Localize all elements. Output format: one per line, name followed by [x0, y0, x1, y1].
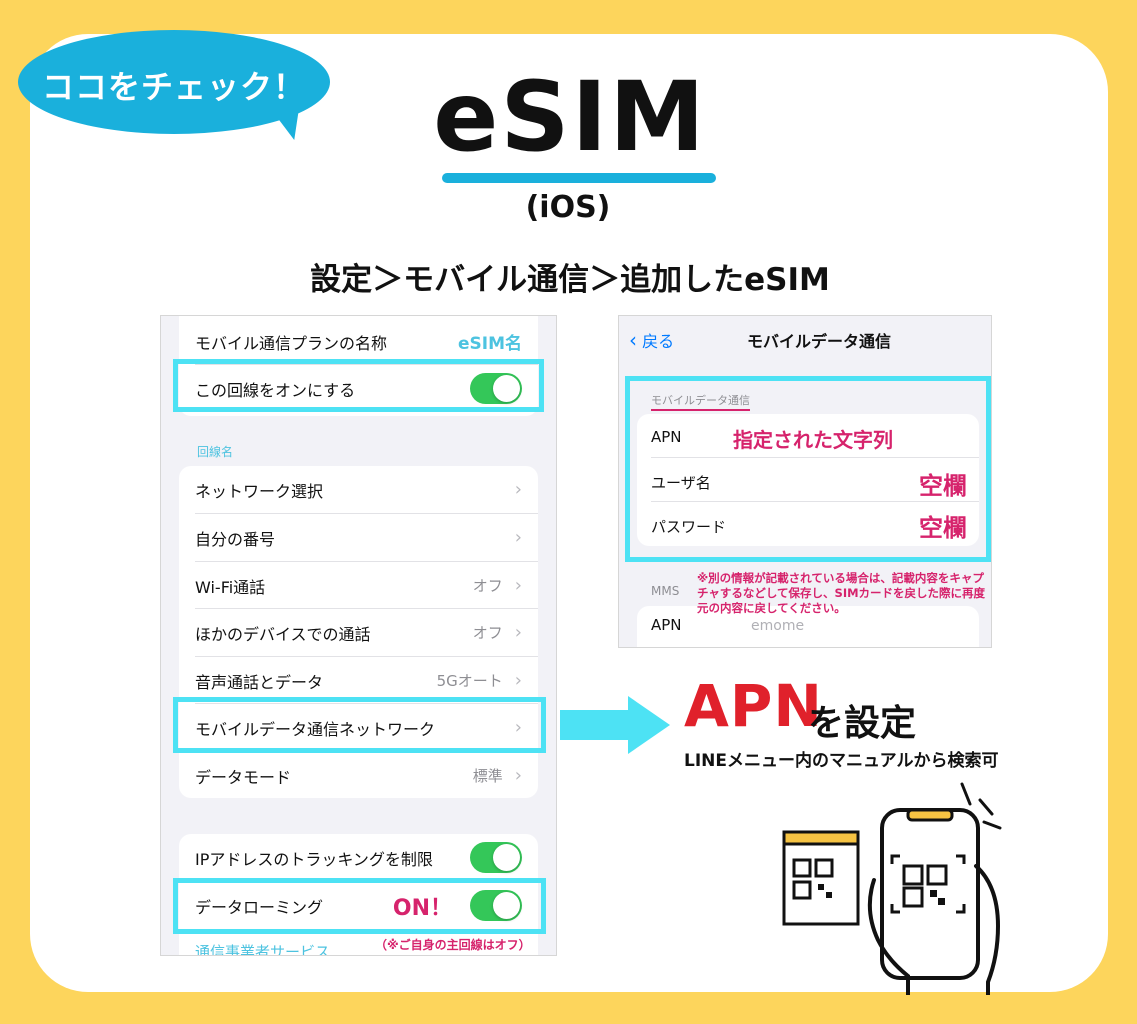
mms-apn-value[interactable]: emome: [751, 618, 805, 634]
section-header-mobile-data: モバイルデータ通信: [651, 392, 750, 411]
username-label: ユーザ名: [651, 474, 711, 492]
apn-search-note: LINEメニュー内のマニュアルから検索可: [684, 751, 999, 771]
mms-group: APN emome: [637, 606, 979, 647]
row-data-roaming: データローミング ON！: [179, 882, 538, 929]
roaming-on-callout: ON！: [392, 895, 452, 921]
line-on-row: この回線をオンにする: [179, 365, 538, 412]
preserve-note: ※別の情報が記載されている場合は、記載内容をキャプチャするなどして保存し、SIM…: [697, 571, 986, 615]
scan-signal-icon: [960, 782, 1002, 830]
ip-tracking-label: IPアドレスのトラッキングを制限: [195, 849, 433, 869]
divider: [651, 457, 979, 458]
row-mobile-data-network[interactable]: モバイルデータ通信ネットワーク ›: [179, 704, 538, 751]
divider: [195, 561, 538, 562]
chevron-right-icon: ›: [514, 717, 522, 738]
highlight-data-roaming: [173, 878, 546, 934]
qr-card-icon: [782, 830, 860, 926]
check-badge-label: ココをチェック！: [41, 68, 306, 106]
smartphone-icon: [880, 808, 980, 980]
row-label: データモード: [195, 767, 292, 787]
divider: [195, 364, 538, 365]
apn-label: APN: [651, 428, 682, 446]
divider: [195, 656, 538, 657]
row-network-selection[interactable]: ネットワーク選択 ›: [179, 466, 538, 513]
password-value[interactable]: 空欄: [919, 514, 967, 542]
plan-group: モバイル通信プランの名称 eSIM名 この回線をオンにする: [179, 316, 538, 416]
line-on-label: この回線をオンにする: [195, 380, 356, 400]
data-roaming-toggle[interactable]: [470, 890, 522, 921]
row-label: 自分の番号: [195, 529, 276, 549]
chevron-right-icon: ›: [514, 527, 522, 548]
apn-group: APN 指定された文字列 ユーザ名 空欄 パスワード 空欄: [637, 414, 979, 546]
ios-mobile-data-screenshot: ‹ 戻る モバイルデータ通信 モバイルデータ通信 APN 指定された文字列 ユー…: [618, 315, 992, 648]
data-roaming-label: データローミング: [195, 897, 324, 917]
phone-scan-qr-illustration: [782, 782, 1002, 995]
ip-tracking-toggle[interactable]: [470, 842, 522, 873]
row-label: 音声通話とデータ: [195, 672, 324, 692]
divider: [195, 608, 538, 609]
highlight-line-on: [173, 359, 544, 412]
highlight-apn-group: [625, 376, 991, 562]
check-badge: [18, 30, 330, 134]
divider: [651, 501, 979, 502]
row-wifi-calling[interactable]: Wi-Fi通話 オフ ›: [179, 562, 538, 609]
plan-name-value: eSIM名: [457, 334, 522, 354]
row-label: ネットワーク選択: [195, 481, 324, 501]
chevron-right-icon: ›: [514, 670, 522, 691]
carrier-services-link[interactable]: 通信事業者サービス: [195, 943, 331, 956]
arrow-head-icon: [628, 696, 670, 754]
mms-header: MMS: [651, 584, 680, 598]
arrow-right-icon: [560, 710, 630, 740]
row-value: オフ: [472, 624, 503, 642]
apn-value[interactable]: 指定された文字列: [733, 428, 893, 452]
line-settings-group: ネットワーク選択 › 自分の番号 › Wi-Fi通話 オフ › ほかのデバイスで…: [179, 466, 538, 798]
line-on-toggle[interactable]: [470, 373, 522, 404]
roaming-note: （※ご自身の主回線はオフ）: [375, 938, 531, 952]
chevron-right-icon: ›: [514, 765, 522, 786]
row-ip-tracking: IPアドレスのトラッキングを制限: [179, 834, 538, 881]
nav-title: モバイルデータ通信: [746, 332, 891, 351]
row-other-devices-calling[interactable]: ほかのデバイスでの通話 オフ ›: [179, 609, 538, 656]
highlight-mobile-data-network: [173, 697, 546, 753]
section-header-line-name: 回線名: [197, 445, 234, 459]
row-my-number[interactable]: 自分の番号 ›: [179, 514, 538, 561]
page-subtitle: (iOS): [525, 190, 611, 225]
username-value[interactable]: 空欄: [919, 472, 967, 500]
row-label: Wi-Fi通話: [195, 577, 266, 597]
divider: [195, 513, 538, 514]
back-button[interactable]: ‹ 戻る: [629, 328, 674, 352]
chevron-right-icon: ›: [514, 622, 522, 643]
chevron-right-icon: ›: [514, 575, 522, 596]
apn-heading: APN: [684, 672, 823, 740]
divider: [195, 703, 538, 704]
plan-name-row[interactable]: モバイル通信プランの名称 eSIM名: [179, 318, 538, 365]
mms-apn-label: APN: [651, 616, 682, 634]
row-value: 標準: [472, 767, 503, 785]
row-label: モバイルデータ通信ネットワーク: [195, 719, 436, 739]
settings-path: 設定＞モバイル通信＞追加したeSIM: [310, 262, 830, 298]
ios-cellular-settings-screenshot: モバイル通信プランの名称 eSIM名 この回線をオンにする 回線名 ネットワーク…: [160, 315, 557, 956]
chevron-right-icon: ›: [514, 479, 522, 500]
row-voice-and-data[interactable]: 音声通話とデータ 5Gオート ›: [179, 657, 538, 704]
privacy-roaming-group: IPアドレスのトラッキングを制限 データローミング ON！: [179, 834, 538, 955]
title-underline: [442, 173, 716, 183]
row-value: 5Gオート: [436, 672, 503, 690]
password-label: パスワード: [651, 518, 727, 536]
plan-name-label: モバイル通信プランの名称: [195, 333, 388, 353]
apn-heading-suffix: を設定: [808, 703, 917, 744]
back-label: 戻る: [642, 332, 675, 351]
page-title: eSIM: [433, 61, 707, 173]
row-data-mode[interactable]: データモード 標準 ›: [179, 752, 538, 799]
chevron-left-icon: ‹: [629, 328, 637, 352]
row-label: ほかのデバイスでの通話: [195, 624, 371, 644]
row-value: オフ: [472, 577, 503, 595]
hand-icon: [867, 864, 1001, 995]
